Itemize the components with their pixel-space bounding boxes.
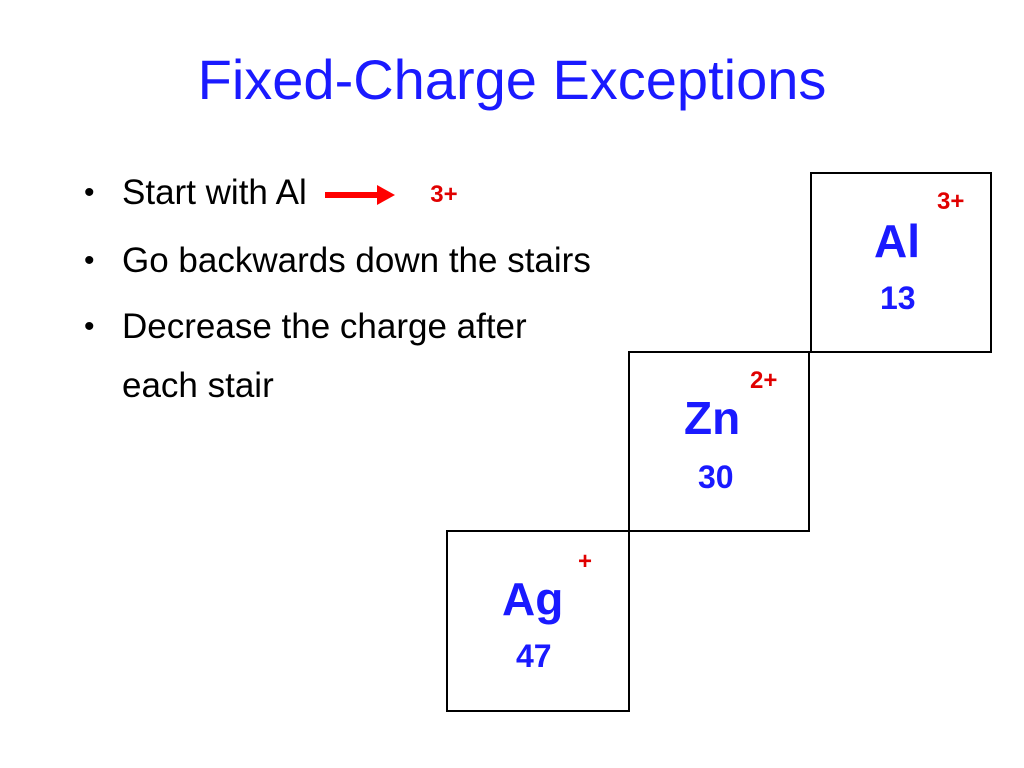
bullet-dot: • [84, 309, 95, 343]
bullet-item-start: • Start with Al 3+ [84, 160, 591, 228]
slide-title: Fixed-Charge Exceptions [197, 48, 827, 111]
bullet-text-continuation: each stair [122, 365, 274, 405]
inline-charge: 3+ [430, 180, 458, 208]
element-symbol: Ag [502, 573, 564, 625]
arrow-shaft [324, 191, 379, 198]
element-symbol: Al [874, 215, 920, 267]
atomic-number: 30 [698, 459, 734, 495]
charge-label: 2+ [750, 367, 778, 394]
arrow-head [376, 184, 395, 205]
bullet-dot: • [84, 176, 95, 209]
atomic-number: 47 [516, 638, 552, 674]
charge-label: + [578, 548, 593, 575]
bullet-text: Start with Al [122, 173, 307, 212]
charge-label: 3+ [937, 188, 965, 215]
element-cell-zn: 2+ Zn 30 [628, 351, 810, 532]
bullet-dot: • [84, 243, 95, 277]
element-cell-al: 3+ Al 13 [810, 172, 992, 353]
bullet-text: Go backwards down the stairs [122, 240, 591, 280]
atomic-number: 13 [880, 280, 916, 316]
element-symbol: Zn [684, 392, 741, 444]
element-cell-ag: + Ag 47 [446, 530, 630, 712]
bullet-item-backwards: • Go backwards down the stairs [84, 228, 591, 294]
bullet-text: Decrease the charge after [122, 306, 527, 346]
bullet-list: • Start with Al 3+ • Go backwards down t… [84, 160, 591, 414]
bullet-item-decrease: • Decrease the charge after each stair [84, 294, 591, 414]
right-arrow-icon [324, 184, 401, 205]
